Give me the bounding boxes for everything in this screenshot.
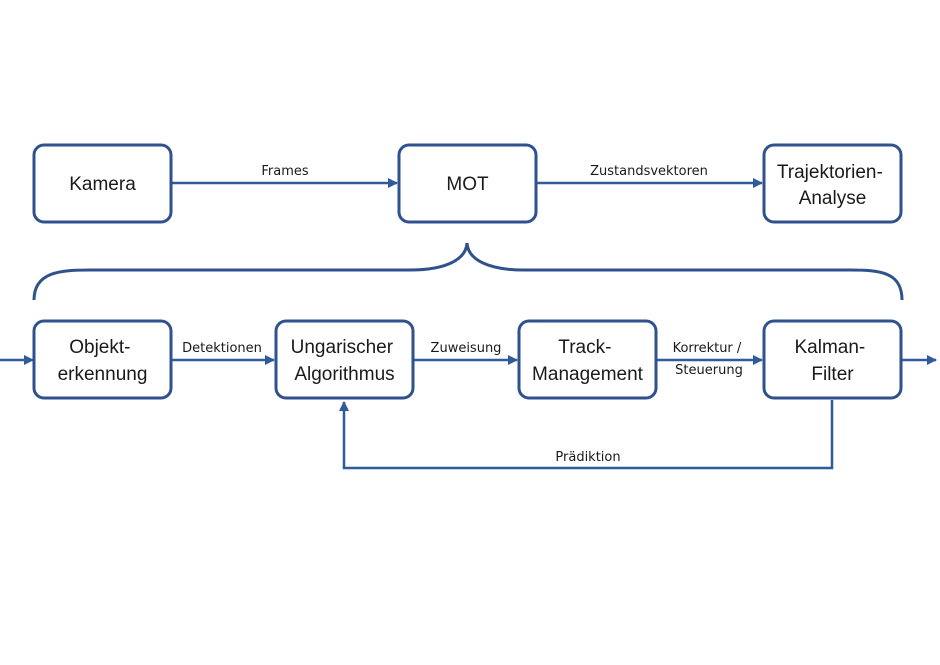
node-objekterkennung: Objekt- erkennung bbox=[32, 319, 173, 400]
mot-expansion-brace bbox=[32, 242, 904, 301]
node-kamera: Kamera bbox=[32, 143, 173, 224]
node-kalman-filter: Kalman- Filter bbox=[762, 319, 903, 400]
node-track-management: Track- Management bbox=[517, 319, 658, 400]
edge-label-detektionen: Detektionen bbox=[182, 341, 262, 356]
node-ungarischer-algorithmus: Ungarischer Algorithmus bbox=[274, 319, 415, 400]
node-trajektorien-label: Trajektorien- Analyse bbox=[777, 162, 888, 209]
edge-label-korrektur-steuerung: Korrektur / Steuerung bbox=[673, 341, 746, 378]
node-trajektorien-analyse: Trajektorien- Analyse bbox=[762, 143, 903, 224]
node-mot: MOT bbox=[397, 143, 538, 224]
node-objekt-label: Objekt- erkennung bbox=[58, 337, 148, 385]
edge-label-zustandsvektoren: Zustandsvektoren bbox=[590, 164, 708, 179]
node-kamera-label: Kamera bbox=[69, 174, 136, 195]
node-mot-label: MOT bbox=[446, 174, 489, 195]
node-kalman-label: Kalman- Filter bbox=[794, 337, 870, 385]
edge-label-zuweisung: Zuweisung bbox=[431, 341, 502, 356]
node-track-label: Track- Management bbox=[532, 337, 644, 385]
edge-label-frames: Frames bbox=[261, 164, 309, 179]
edge-label-praediktion: Prädiktion bbox=[555, 450, 620, 465]
node-ungarisch-label: Ungarischer Algorithmus bbox=[291, 337, 399, 385]
edge-praediktion-feedback bbox=[339, 400, 834, 470]
